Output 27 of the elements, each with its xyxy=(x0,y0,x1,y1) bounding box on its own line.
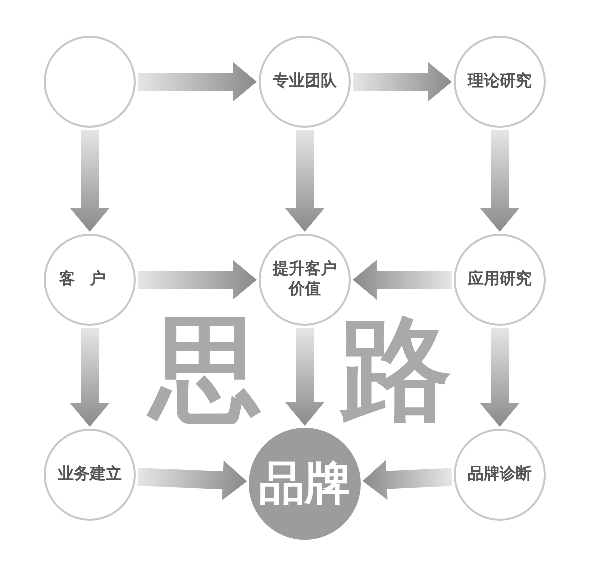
arrow xyxy=(285,130,325,232)
arrow xyxy=(138,460,248,501)
arrow xyxy=(138,62,257,102)
arrow xyxy=(480,130,520,232)
arrow xyxy=(70,130,110,232)
arrow xyxy=(70,328,110,427)
circle-node xyxy=(454,429,546,521)
arrow xyxy=(362,460,452,500)
circle-node xyxy=(454,234,546,326)
arrow xyxy=(480,328,520,427)
arrow xyxy=(138,260,257,300)
arrow xyxy=(353,62,452,102)
node-label: 品牌诊断 xyxy=(468,465,532,485)
node-label: 提升客户价值 xyxy=(272,260,338,300)
circle-node xyxy=(44,36,136,128)
node-label: 专业团队 xyxy=(273,72,337,92)
arrow xyxy=(353,260,452,300)
node-label: 理论研究 xyxy=(468,72,532,92)
circle-node xyxy=(44,234,136,326)
node-label: 业务建立 xyxy=(58,465,122,485)
circle-node xyxy=(44,429,136,521)
circle-node xyxy=(454,36,546,128)
node-label: 应用研究 xyxy=(468,270,532,290)
circle-node xyxy=(259,36,351,128)
node-label: 客户 xyxy=(60,270,120,290)
arrow xyxy=(285,328,325,426)
node-label: 品牌 xyxy=(259,457,351,512)
